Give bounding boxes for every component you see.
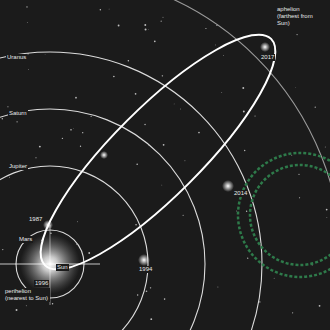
star [62,138,63,139]
star [135,93,137,95]
saturn-orbit [0,109,205,330]
star [326,217,328,219]
star [214,44,216,46]
year-label: 2014 [233,190,248,197]
star [183,215,184,216]
star [70,129,72,131]
star [128,60,130,62]
star [16,121,17,122]
planet-name: Saturn [8,110,28,117]
star [137,294,138,295]
star [162,16,164,18]
star [108,8,110,10]
star [2,118,3,119]
star [146,290,148,292]
star [184,160,186,162]
star [221,92,223,94]
star [298,174,299,175]
star [75,97,77,99]
jupiter-orbit [0,166,148,330]
star [161,21,162,22]
star [259,301,260,302]
star [150,287,151,288]
star [88,252,90,254]
star [144,124,145,125]
star [44,54,46,56]
year-label: 2017 [260,54,275,61]
star [161,184,163,186]
star [296,34,297,35]
note-label: perihelion (nearest to Sun) [4,288,50,302]
star [242,87,244,89]
star [247,258,248,259]
year-label: 1996 [34,280,49,287]
star [163,144,165,146]
star [295,86,297,88]
star [144,24,146,26]
star [80,146,81,147]
star [73,128,75,130]
star [7,106,8,107]
star [77,221,79,223]
uranus-orbit [0,52,262,330]
star [180,108,182,110]
star [244,150,245,151]
star [299,197,300,198]
star [162,75,163,76]
star [222,55,224,57]
star-field [2,6,328,320]
comet-orbit [14,8,302,296]
star [26,22,28,24]
star [113,76,115,78]
star [28,69,30,71]
star [326,209,328,211]
star [16,309,18,311]
star [150,318,152,320]
planet-name: Uranus [6,54,27,61]
comet-positions [43,42,270,266]
star [25,305,27,307]
star [91,116,92,117]
star [2,249,3,250]
star [315,107,316,108]
green-rings [238,153,330,277]
planet-name: Sun [56,264,69,271]
star [148,29,150,31]
year-label: 1987 [28,216,43,223]
star [164,298,166,300]
star [39,146,41,148]
star [198,132,200,134]
star [217,286,219,288]
planet-name: Mars [18,236,33,243]
star [246,211,247,212]
star [254,116,255,117]
star [292,312,293,313]
star [173,103,175,105]
star [82,132,83,133]
star [118,25,120,27]
star [154,40,156,42]
star [319,305,321,307]
star [52,303,53,304]
star [145,29,147,31]
planet-name: Jupiter [8,163,28,170]
star [273,277,275,279]
year-label: 1994 [138,266,153,273]
star [100,9,101,10]
star [243,111,245,113]
star [26,6,27,7]
note-label: aphelion (farthest from Sun) [276,6,322,27]
star [136,163,138,165]
star [324,146,326,148]
star [316,169,318,171]
star [9,176,11,178]
star [135,224,137,226]
star [205,28,206,29]
star [35,157,36,158]
